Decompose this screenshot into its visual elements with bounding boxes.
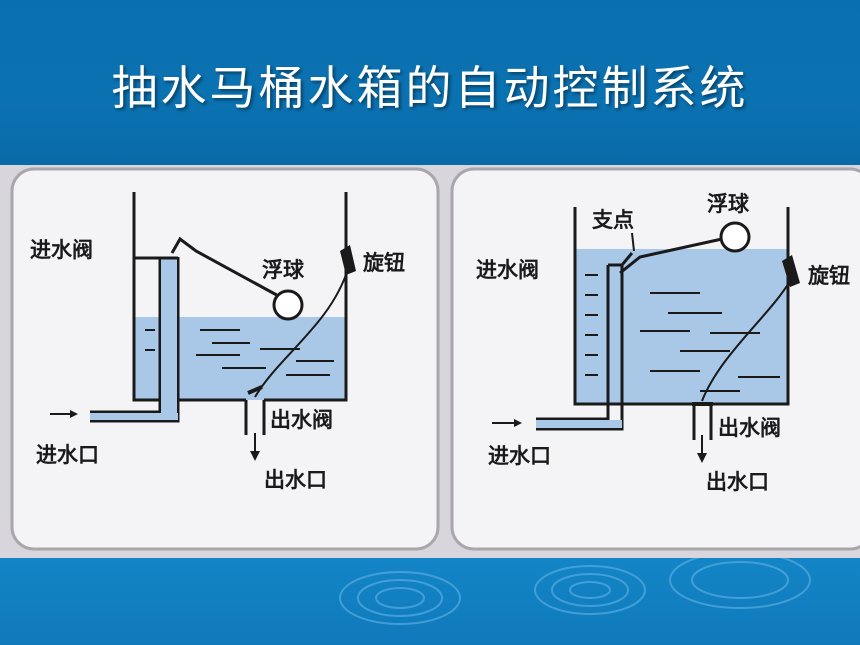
right-label-pivot: 支点 — [592, 208, 634, 232]
right-inlet-arrow-head — [514, 419, 522, 427]
right-water — [575, 249, 788, 404]
left-outlet-pipe — [244, 400, 266, 435]
right-knob-shape — [782, 255, 800, 287]
right-label-outlet-valve: 出水阀 — [718, 416, 781, 440]
slide-header: 抽水马桶水箱的自动控制系统 — [0, 0, 860, 165]
left-inlet-pipe-water — [90, 413, 178, 420]
left-chain — [254, 268, 349, 398]
right-label-inlet-valve: 进水阀 — [476, 258, 539, 282]
right-pivot-pointer — [631, 232, 635, 252]
left-float-ball — [272, 289, 304, 321]
right-inlet-pipe — [536, 265, 624, 431]
water-ripple-decoration — [339, 558, 811, 625]
right-float-lever — [619, 237, 723, 275]
left-float-lever — [170, 236, 285, 301]
left-outlet-valve-flap — [247, 385, 263, 395]
left-water-marks — [145, 329, 334, 376]
right-inlet-pipe-water — [536, 420, 622, 428]
left-label-outlet-valve: 出水阀 — [270, 408, 333, 432]
slide-title: 抽水马桶水箱的自动控制系统 — [111, 61, 749, 115]
left-knob-shape — [340, 245, 356, 275]
left-outlet-arrow-head — [250, 451, 260, 461]
right-outlet-pipe — [692, 404, 713, 440]
left-label-outlet: 出水口 — [264, 468, 327, 492]
diagram-svg: 进水阀 浮球 旋钮 出水阀 进水口 出水口 — [10, 167, 860, 551]
left-inlet-arrow-head — [70, 410, 78, 418]
right-label-inlet: 进水口 — [488, 444, 551, 468]
right-chain — [701, 280, 791, 402]
left-inlet-pipe-water-v — [161, 257, 177, 413]
left-label-inlet-valve: 进水阀 — [30, 238, 93, 262]
right-label-outlet: 出水口 — [706, 470, 769, 494]
right-toilet-tank: 支点 浮球 进水阀 旋钮 出水阀 进水口 出水口 — [476, 192, 850, 494]
left-label-float: 浮球 — [262, 258, 305, 282]
slide-footer — [0, 558, 860, 645]
diagram-image: 进水阀 浮球 旋钮 出水阀 进水口 出水口 — [0, 165, 860, 558]
right-outlet-arrow-head — [697, 453, 707, 463]
left-label-inlet: 进水口 — [36, 443, 99, 467]
right-label-knob: 旋钮 — [807, 264, 850, 288]
right-float-ball — [719, 221, 751, 253]
right-water-marks — [585, 274, 780, 392]
left-label-knob: 旋钮 — [362, 251, 405, 275]
left-inlet-pipe — [90, 257, 180, 423]
left-toilet-tank: 进水阀 浮球 旋钮 出水阀 进水口 出水口 — [30, 192, 405, 492]
right-valve-top — [608, 252, 634, 267]
right-label-float: 浮球 — [707, 192, 750, 216]
